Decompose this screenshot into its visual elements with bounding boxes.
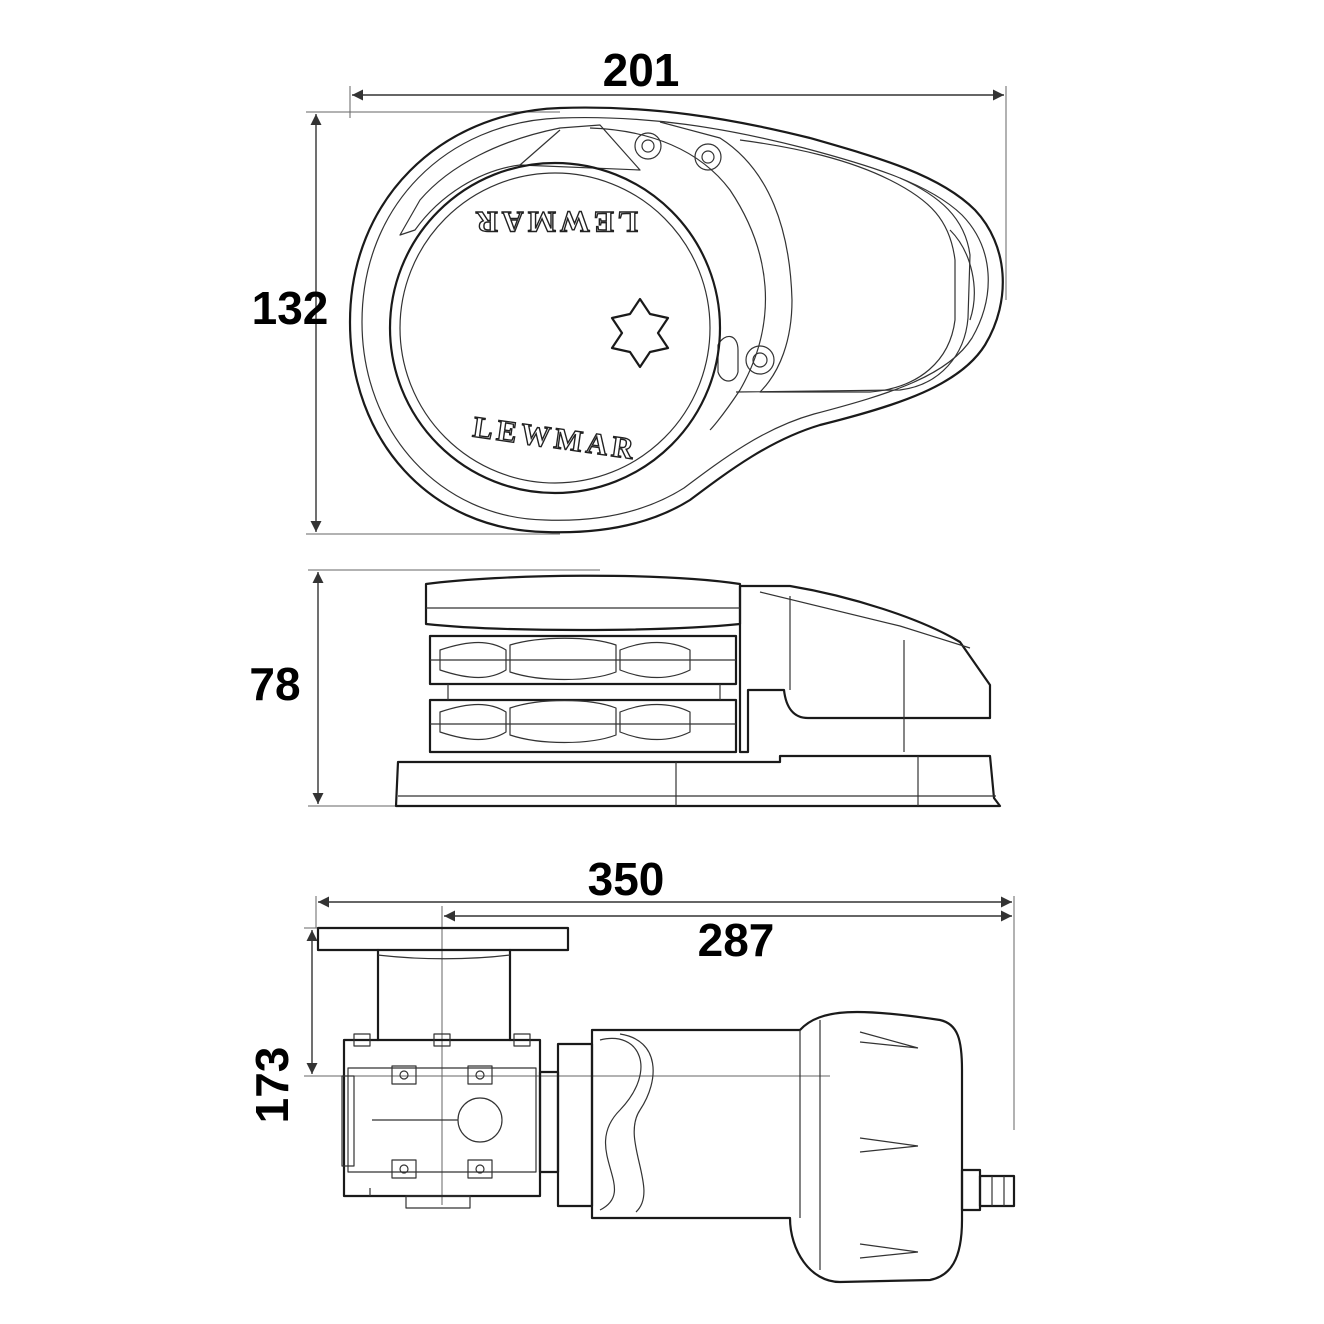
brand-logo-bottom: LEWMAR: [471, 411, 640, 467]
bottom-total-width-label: 350: [588, 853, 665, 905]
top-width-dimension: 201: [349, 44, 1007, 300]
housing-outline: [348, 106, 1004, 534]
brand-logo-top: LEWMAR: [472, 205, 638, 238]
top-view: 201 132 LEWMAR: [252, 44, 1007, 535]
side-height-label: 78: [249, 658, 300, 710]
bottom-width-dimension: 350 287: [315, 853, 1015, 1205]
drum: [388, 161, 722, 495]
top-height-dimension: 132: [252, 111, 560, 535]
side-height-dimension: 78: [249, 569, 600, 807]
bolt-icon: [391, 1065, 493, 1179]
bolt-icon: [634, 132, 662, 160]
bottom-height-label: 173: [246, 1047, 298, 1124]
drive-socket-icon: [610, 297, 670, 369]
side-view: 78: [249, 569, 1002, 808]
bottom-view: 350 287 173: [246, 853, 1016, 1284]
top-width-label: 201: [603, 44, 680, 96]
bolt-icon: [694, 143, 722, 171]
top-height-label: 132: [252, 282, 329, 334]
bottom-inner-width-label: 287: [698, 914, 775, 966]
bolt-icon: [745, 345, 775, 375]
